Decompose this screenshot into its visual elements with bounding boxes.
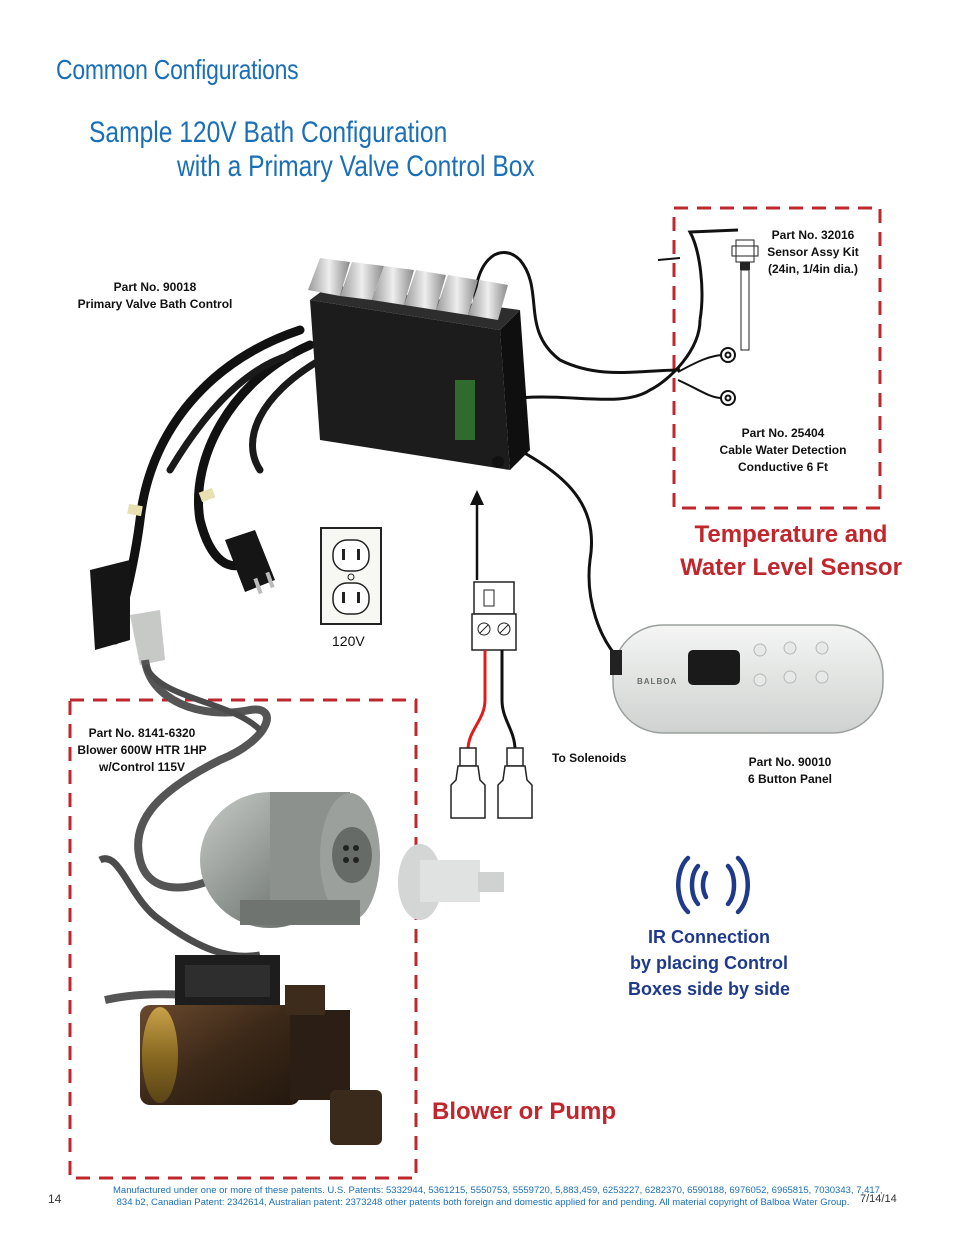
cable-part-desc: Cable Water Detection [719,443,847,457]
sensor-part-desc-2: (24in, 1/4in dia.) [767,262,859,276]
pump-image [104,955,382,1145]
connection-arrow [470,490,484,580]
blower-pump-group-box [68,698,418,1180]
primary-valve-bath-control-image [308,258,530,470]
black-wire [500,650,517,751]
solenoids-label: To Solenoids [552,751,627,765]
page-title-line2: with a Primary Valve Control Box [177,150,535,183]
wall-outlet-image [320,527,382,625]
panel-part-label: Part No. 90010 6 Button Panel [720,754,860,788]
page-number: 14 [48,1192,62,1206]
patents-notice: Manufactured under one or more of these … [113,1185,883,1209]
ir-connection-line1: IR Connection [648,927,770,947]
extension-socket-image [90,503,143,650]
patents-notice-line2: 834 b2, Canadian Patent: 2342614, Austra… [116,1197,850,1208]
power-plug-image [198,487,275,595]
panel-brand: BALBOA [637,677,678,686]
cable-part-label: Part No. 25404 Cable Water Detection Con… [703,425,863,476]
panel-part-desc: 6 Button Panel [747,772,832,786]
blower-pump-heading: Blower or Pump [432,1098,617,1125]
page-heading: Common Configurations [56,54,299,85]
blower-image [200,792,380,928]
temp-sensor-heading: Temperature and Water Level Sensor [676,518,906,584]
sensor-part-number: Part No. 32016 [771,228,855,242]
ir-connection-text: IR Connection by placing Control Boxes s… [614,924,804,1002]
blower-part-desc-2: w/Control 115V [98,760,186,774]
red-wire [466,650,487,751]
control-part-number: Part No. 90018 [113,280,197,294]
outlet-voltage-label: 120V [332,633,365,649]
cable-part-desc-2: Conductive 6 Ft [737,460,828,474]
blower-part-desc: Blower 600W HTR 1HP [77,743,207,757]
panel-cable [499,438,622,662]
blower-part-number: Part No. 8141-6320 [88,726,196,740]
sensor-part-label: Part No. 32016 Sensor Assy Kit (24in, 1/… [758,227,868,278]
patents-notice-line1: Manufactured under one or more of these … [113,1185,883,1196]
sensor-lead [657,257,681,261]
blower-nozzle-image [398,844,504,920]
panel-part-number: Part No. 90010 [748,755,832,769]
control-part-label: Part No. 90018 Primary Valve Bath Contro… [60,279,250,313]
sensor-assy-image [731,239,759,351]
blower-part-label: Part No. 8141-6320 Blower 600W HTR 1HP w… [72,725,212,776]
control-part-desc: Primary Valve Bath Control [77,297,233,311]
ir-connection-line2: by placing Control [629,953,788,973]
temp-sensor-heading-line1: Temperature and [694,521,888,548]
button-panel-image [610,624,884,734]
cable-part-number: Part No. 25404 [741,426,825,440]
revision-date: 7/14/14 [860,1193,897,1205]
ir-connection-line3: Boxes side by side [627,979,791,999]
solenoid-connectors-image [450,747,533,819]
terminal-block-image [471,581,517,651]
temp-sensor-heading-line2: Water Level Sensor [680,554,902,581]
control-cables [110,325,324,645]
ir-signal-icon [676,855,750,915]
sensor-cable [472,228,739,402]
water-detection-cable-image [677,347,736,406]
page-title-line1: Sample 120V Bath Configuration [89,116,448,149]
blower-plug-image [130,610,271,892]
sensor-group-box [672,206,882,510]
sensor-part-desc: Sensor Assy Kit [767,245,859,259]
